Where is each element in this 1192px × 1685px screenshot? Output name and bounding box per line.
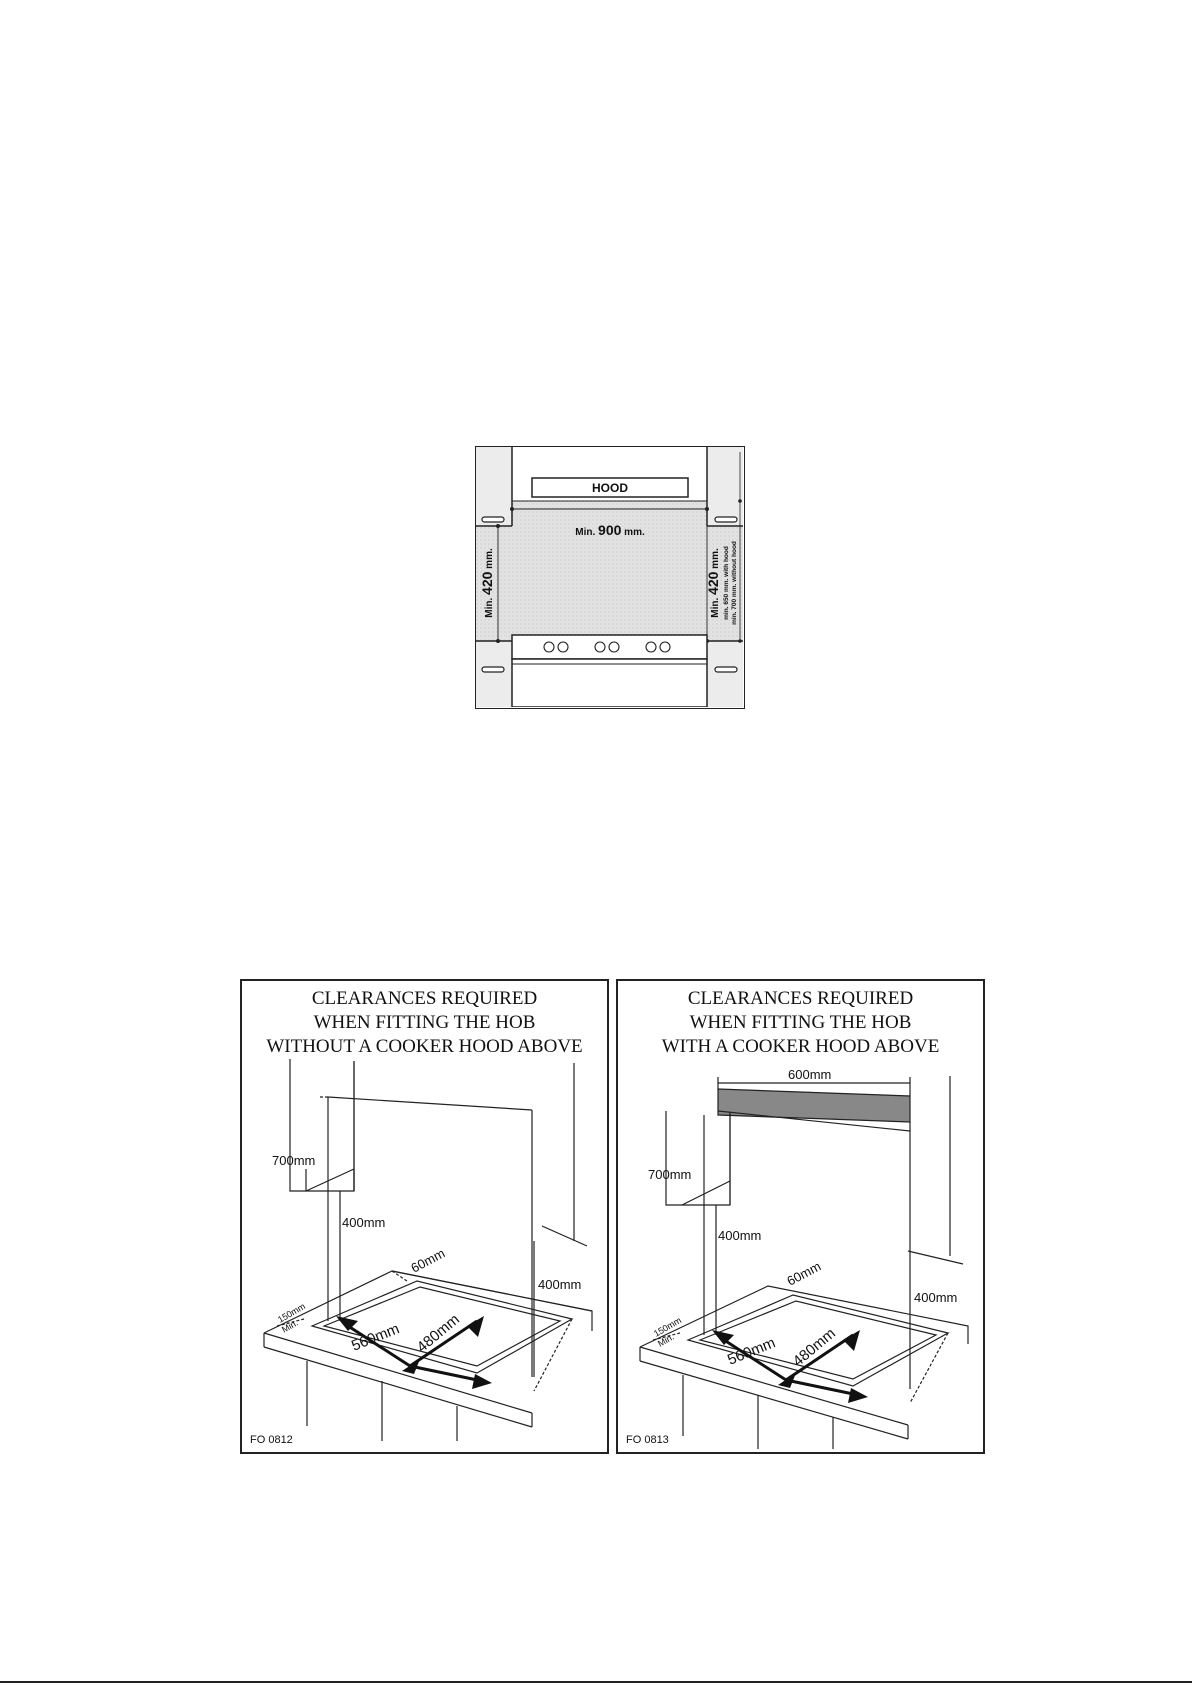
clearance-without-hood-drawing: 700mm 400mm 60mm 400mm 150mm Min. 560mm … xyxy=(263,1059,593,1441)
dim-400-left-label: 400mm xyxy=(342,1215,385,1230)
figure-title: CLEARANCES REQUIRED WHEN FITTING THE HOB… xyxy=(242,987,607,1059)
hood-clearance-drawing: HOOD Min. 900 mm. Min. 420 mm. xyxy=(476,447,743,707)
dim-480-label: 480mm xyxy=(790,1325,839,1370)
title-line-3: WITHOUT A COOKER HOOD ABOVE xyxy=(266,1036,583,1057)
clearance-with-hood-drawing: 600mm 700mm 400mm 60mm 400mm 150mm Min. … xyxy=(639,1067,969,1449)
figure-code: FO 0813 xyxy=(626,1434,669,1446)
clearance-area xyxy=(512,501,707,641)
dim-400-right-label: 400mm xyxy=(914,1290,957,1305)
title-line-1: CLEARANCES REQUIRED xyxy=(311,988,538,1009)
dim-560-label: 560mm xyxy=(725,1334,778,1369)
title-line-2: WHEN FITTING THE HOB xyxy=(313,1012,536,1033)
oven-body xyxy=(511,658,708,707)
figure-title: CLEARANCES REQUIRED WHEN FITTING THE HOB… xyxy=(618,987,983,1059)
dim-700-label: 700mm xyxy=(272,1153,315,1168)
left-clearance-area xyxy=(476,526,512,641)
right-height-label: Min. 420 mm. xyxy=(705,548,721,618)
title-line-3: WITH A COOKER HOOD ABOVE xyxy=(661,1036,940,1057)
clearance-with-hood-figure: CLEARANCES REQUIRED WHEN FITTING THE HOB… xyxy=(616,979,985,1454)
hob-knobs xyxy=(543,641,671,653)
dim-60-label: 60mm xyxy=(784,1258,823,1288)
figure-code: FO 0812 xyxy=(250,1434,293,1446)
with-hood-note: min. 650 mm. with hood xyxy=(723,546,730,620)
width-dimension-label: Min. 900 mm. xyxy=(575,522,645,538)
hood-clearance-figure: HOOD Min. 900 mm. Min. 420 mm. xyxy=(475,446,745,709)
title-line-2: WHEN FITTING THE HOB xyxy=(689,1012,912,1033)
dim-400-right-label: 400mm xyxy=(538,1277,581,1292)
title-line-1: CLEARANCES REQUIRED xyxy=(687,988,914,1009)
without-hood-note: min. 700 mm. without hood xyxy=(731,541,738,625)
dim-400-left-label: 400mm xyxy=(718,1228,761,1243)
dim-700-label: 700mm xyxy=(648,1167,691,1182)
dim-480-label: 480mm xyxy=(414,1311,463,1356)
page-bottom-rule xyxy=(0,1681,1192,1683)
right-clearance-area xyxy=(707,526,743,641)
dim-60-label: 60mm xyxy=(408,1245,447,1275)
clearance-without-hood-figure: CLEARANCES REQUIRED WHEN FITTING THE HOB… xyxy=(240,979,609,1454)
hood-label: HOOD xyxy=(592,481,628,495)
hood-box xyxy=(531,477,689,498)
left-height-label: Min. 420 mm. xyxy=(479,548,495,618)
dim-600-label: 600mm xyxy=(788,1067,831,1082)
